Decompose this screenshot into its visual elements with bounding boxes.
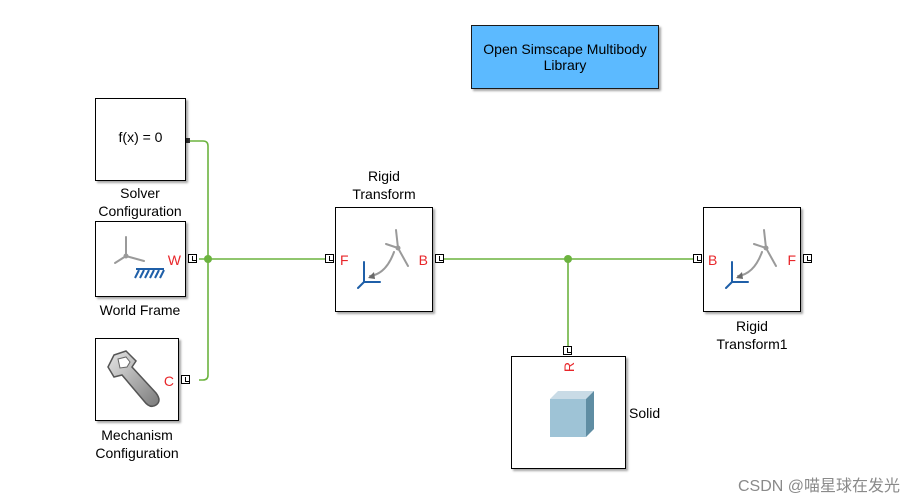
rigid-transform1-block[interactable]: B F [703, 207, 801, 312]
rigid-transform-icon [357, 229, 409, 289]
rigid-transform-caption-line2: Transform [352, 186, 416, 202]
world-frame-caption: World Frame [99, 302, 181, 318]
rigid-transform1-caption-line2: Transform1 [716, 336, 788, 352]
rigid-transform-caption-line1: Rigid [368, 168, 400, 184]
rigid-transform-port-b[interactable] [435, 254, 444, 263]
mechanism-caption-line1: Mechanism [101, 427, 173, 443]
world-frame-block[interactable]: W [95, 221, 186, 297]
mechanism-port-label: C [163, 373, 174, 389]
watermark: CSDN @喵星球在发光 [737, 478, 900, 495]
rigid-transform-icon [725, 229, 777, 289]
rigid-transform1-port-b[interactable] [693, 254, 702, 263]
solver-equation: f(x) = 0 [118, 129, 163, 145]
mechanism-configuration-block[interactable]: C [95, 338, 179, 421]
line-mechanism[interactable] [199, 259, 209, 381]
rigid-transform-label-f: F [340, 252, 349, 268]
solver-caption-line2: Configuration [98, 203, 182, 219]
solver-output-port[interactable] [185, 138, 190, 143]
rigid-transform1-caption: Rigid Transform1 [692, 317, 812, 353]
rigid-transform1-port-f[interactable] [803, 254, 812, 263]
wrench-icon [107, 350, 160, 408]
rigid-transform-block[interactable]: F B [335, 207, 433, 312]
world-frame-port-label: W [167, 252, 181, 268]
mechanism-port[interactable] [181, 375, 190, 384]
solver-configuration-caption: Solver Configuration [80, 184, 200, 220]
rigid-transform1-label-f: F [787, 252, 796, 268]
library-button-line1: Open Simscape Multibody [483, 41, 647, 57]
junction-dot-right [564, 255, 572, 263]
solid-block[interactable]: R [511, 356, 626, 469]
mechanism-configuration-caption: Mechanism Configuration [77, 426, 197, 462]
cube-icon [550, 391, 594, 437]
junction-dot-left [204, 255, 212, 263]
world-frame-port[interactable] [188, 254, 197, 263]
rigid-transform-port-f[interactable] [325, 254, 334, 263]
mechanism-caption-line2: Configuration [95, 445, 179, 461]
library-button-line2: Library [543, 57, 587, 73]
rigid-transform-label-b: B [418, 252, 428, 268]
world-frame-icon [114, 236, 165, 279]
rigid-transform1-label-b: B [708, 252, 718, 268]
solver-configuration-block[interactable]: f(x) = 0 [95, 98, 186, 181]
solid-port[interactable] [563, 346, 572, 355]
solid-port-label: R [561, 361, 578, 373]
line-solver[interactable] [190, 140, 209, 259]
rigid-transform-caption: Rigid Transform [324, 167, 444, 203]
solver-caption-line1: Solver [120, 185, 160, 201]
rigid-transform1-caption-line1: Rigid [736, 318, 768, 334]
open-library-button[interactable]: Open Simscape Multibody Library [471, 25, 659, 89]
solid-caption: Solid [629, 405, 661, 421]
